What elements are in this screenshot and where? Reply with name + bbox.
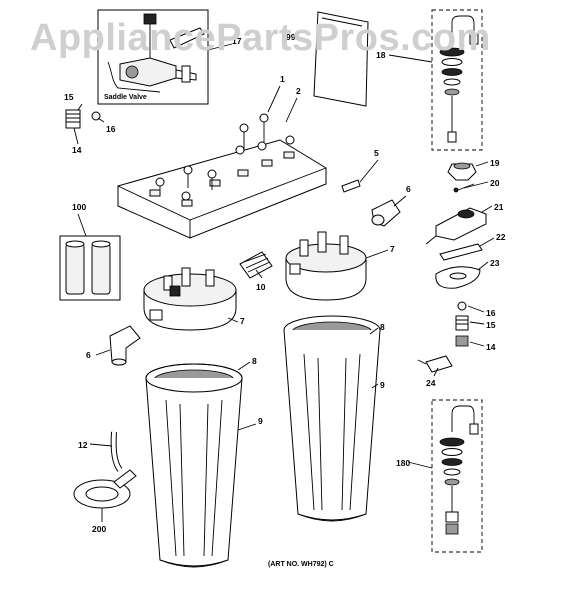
tubing bbox=[110, 431, 123, 472]
callout-99: 99 bbox=[286, 32, 296, 42]
mounting-bracket bbox=[117, 113, 327, 239]
callout-9-left: 9 bbox=[258, 416, 263, 426]
callout-23: 23 bbox=[490, 258, 500, 268]
saddle-valve-inset: Saddle Valve bbox=[97, 9, 209, 105]
callout-22: 22 bbox=[496, 232, 506, 242]
connector-fitting bbox=[239, 251, 273, 279]
callout-18: 18 bbox=[376, 50, 386, 60]
callout-7-right: 7 bbox=[390, 244, 395, 254]
callout-labels: 1 2 5 6 6 7 7 8 8 9 9 10 12 14 14 15 15 … bbox=[64, 32, 506, 534]
filter-head-left bbox=[143, 267, 237, 331]
callout-15-right: 15 bbox=[486, 320, 496, 330]
housing-wrench bbox=[73, 469, 137, 509]
callout-15-left: 15 bbox=[64, 92, 74, 102]
callout-180: 180 bbox=[396, 458, 410, 468]
filter-housing-right bbox=[283, 315, 381, 522]
callout-24: 24 bbox=[426, 378, 436, 388]
callout-6-left: 6 bbox=[86, 350, 91, 360]
callout-100: 100 bbox=[72, 202, 86, 212]
callout-12: 12 bbox=[78, 440, 88, 450]
callout-200: 200 bbox=[92, 524, 106, 534]
callout-10: 10 bbox=[256, 282, 266, 292]
faucet-parts-right bbox=[417, 162, 487, 373]
callout-8-left: 8 bbox=[252, 356, 257, 366]
filter-housing-left bbox=[145, 363, 243, 568]
callout-19: 19 bbox=[490, 158, 500, 168]
fitting-left bbox=[65, 109, 101, 129]
callout-16-right: 16 bbox=[486, 308, 496, 318]
screw-and-elbow-right bbox=[341, 179, 401, 227]
callout-17: 17 bbox=[232, 36, 242, 46]
elbow-left bbox=[109, 325, 141, 366]
filter-head-right bbox=[285, 231, 367, 301]
callout-14-right: 14 bbox=[486, 342, 496, 352]
callout-21: 21 bbox=[494, 202, 504, 212]
inset-caption: Saddle Valve bbox=[104, 94, 147, 101]
callout-7-left: 7 bbox=[240, 316, 245, 326]
instruction-sheet bbox=[313, 11, 369, 107]
watermark: AppliancePartsPros.com bbox=[30, 17, 491, 59]
callout-14-left: 14 bbox=[72, 145, 82, 155]
faucet-kit-18 bbox=[431, 9, 483, 151]
callout-9-right: 9 bbox=[380, 380, 385, 390]
callout-1: 1 bbox=[280, 74, 285, 84]
leader-lines bbox=[73, 43, 495, 522]
callout-5: 5 bbox=[374, 148, 379, 158]
filter-cartridges bbox=[59, 235, 121, 301]
callout-16-left: 16 bbox=[106, 124, 116, 134]
callout-2: 2 bbox=[296, 86, 301, 96]
callout-20: 20 bbox=[490, 178, 500, 188]
callout-6-right: 6 bbox=[406, 184, 411, 194]
faucet-kit-180 bbox=[431, 399, 483, 553]
callout-8-right: 8 bbox=[380, 322, 385, 332]
art-number: (ART NO. WH792) C bbox=[268, 561, 334, 568]
